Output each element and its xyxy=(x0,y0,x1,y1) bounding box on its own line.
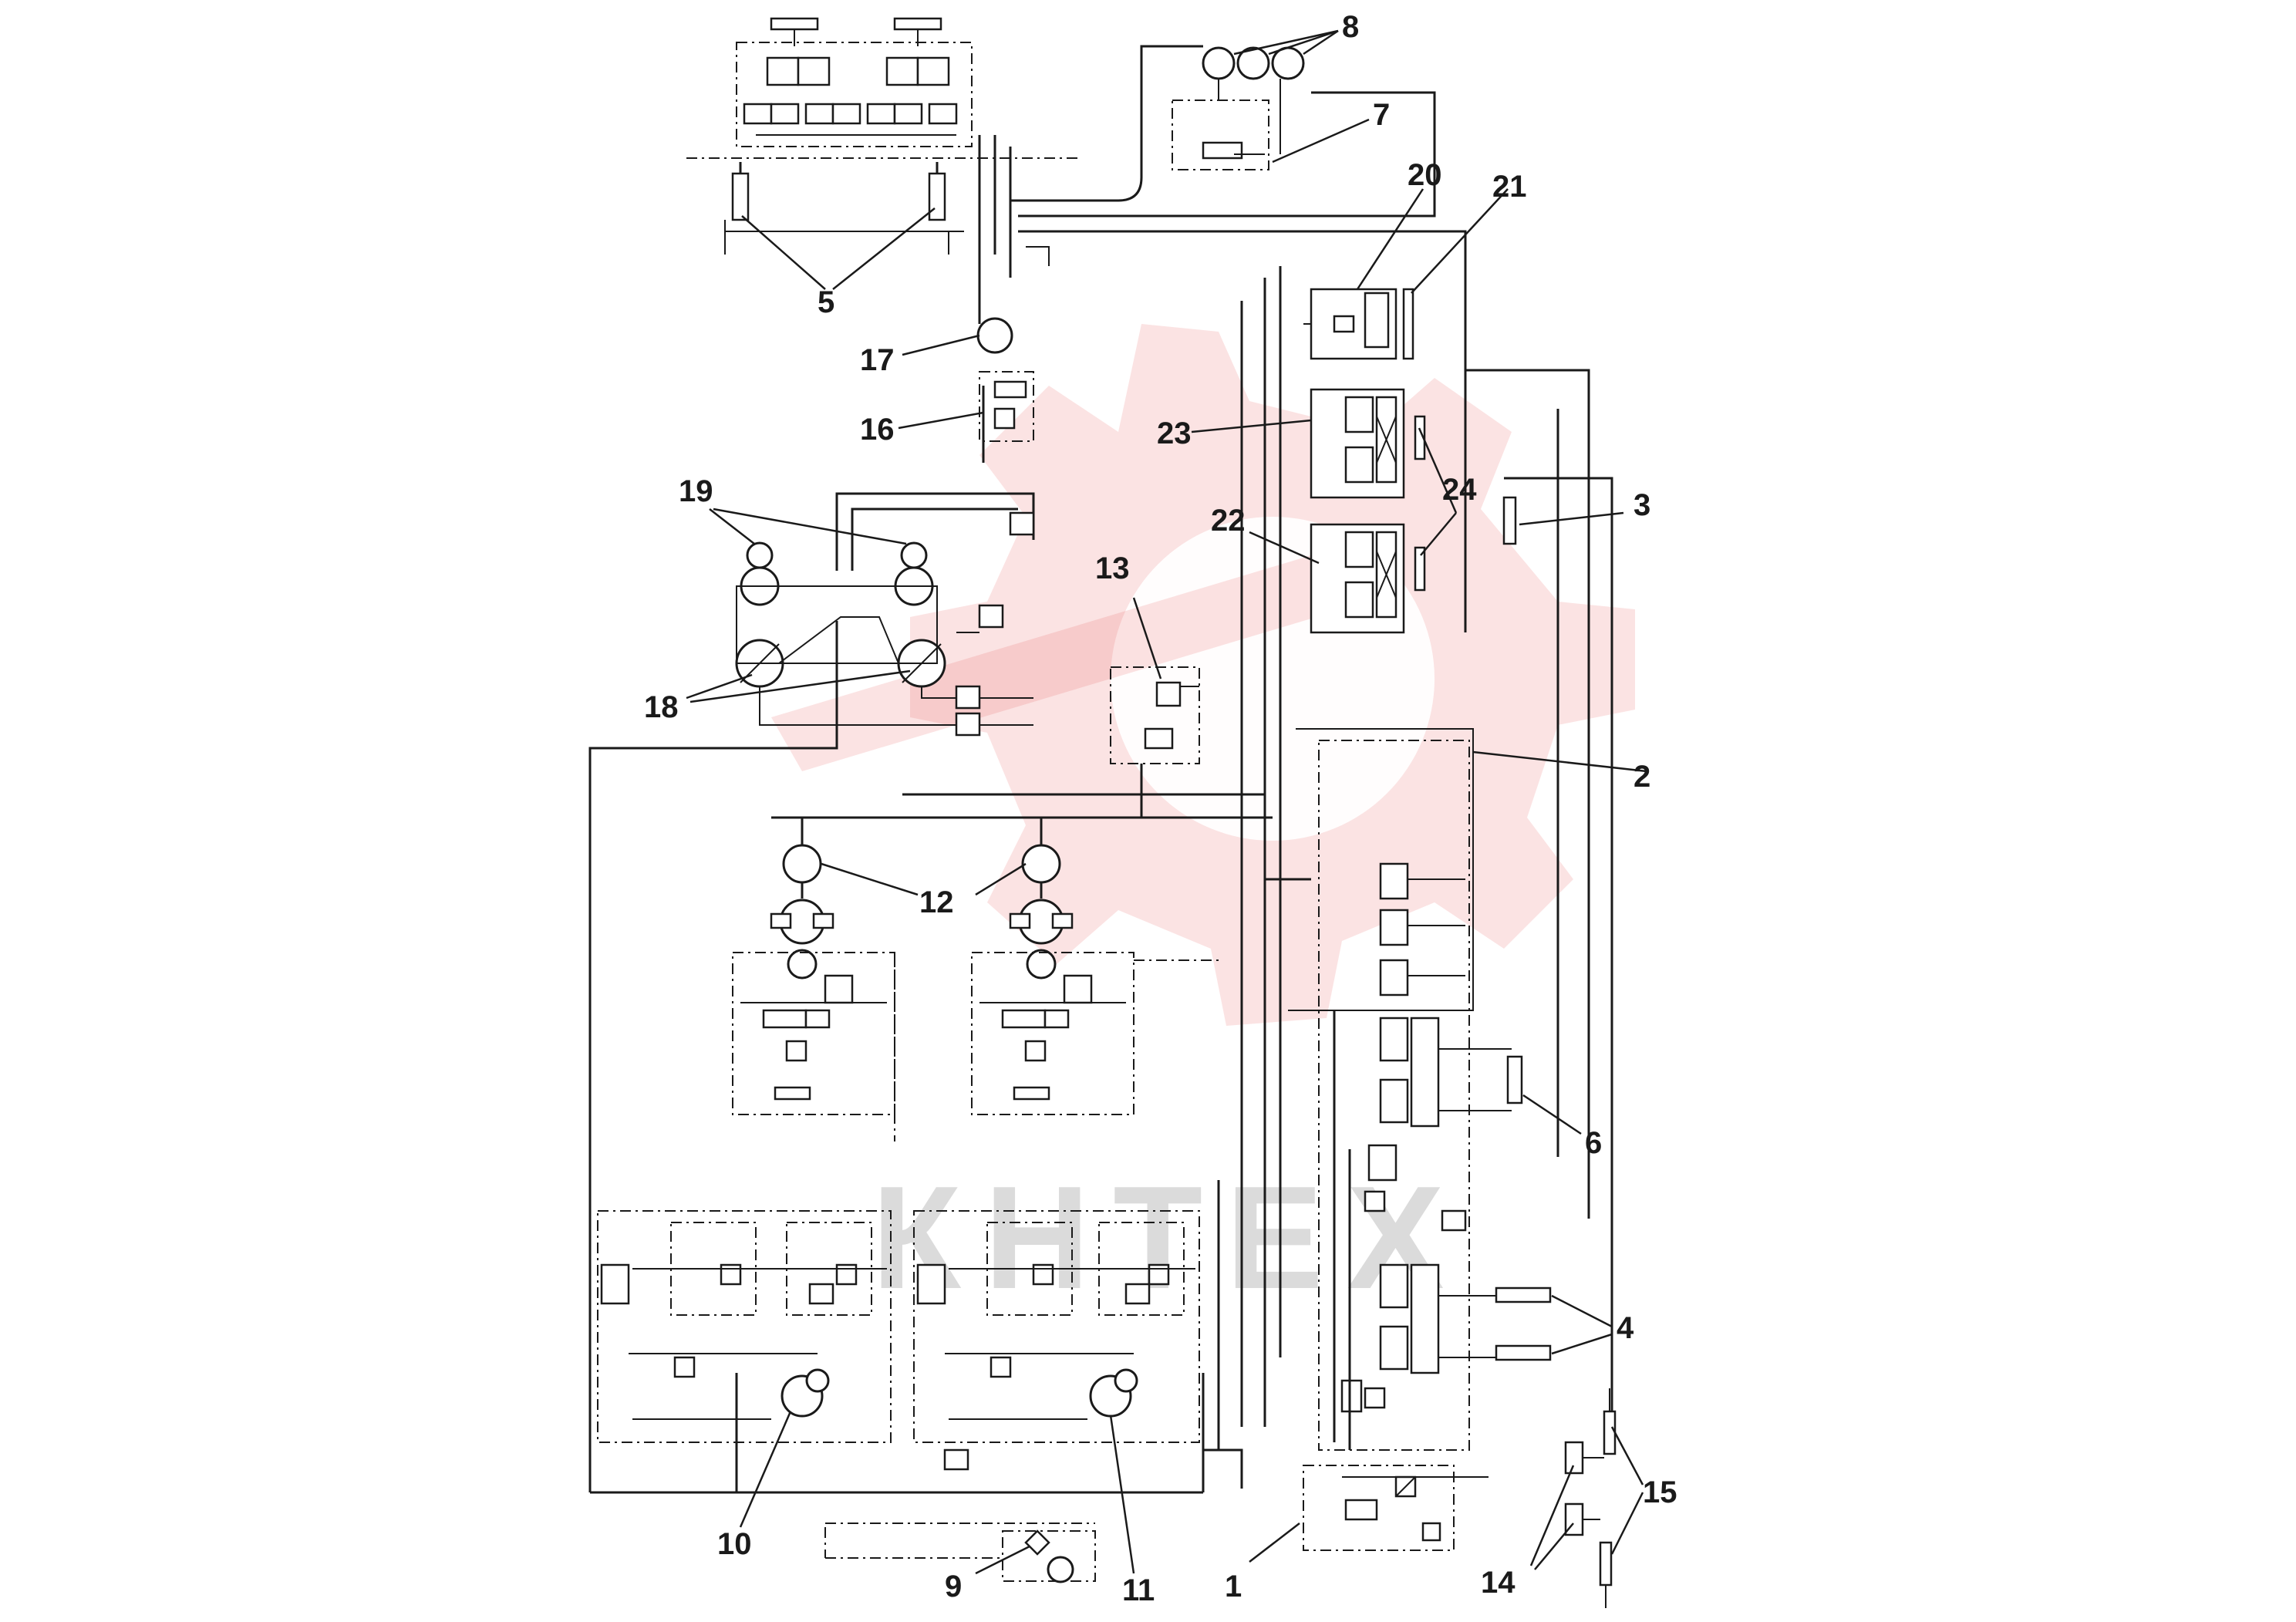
callout-5: 5 xyxy=(818,285,834,319)
callout-17: 17 xyxy=(860,343,895,377)
lift-cylinders xyxy=(724,162,964,255)
callout-13: 13 xyxy=(1095,551,1130,585)
callout-12: 12 xyxy=(919,885,954,919)
callout-18: 18 xyxy=(644,690,679,724)
callout-15: 15 xyxy=(1643,1475,1677,1509)
drive-left xyxy=(732,818,895,1115)
cylinder-4-upper xyxy=(1495,1286,1552,1303)
valve-22 xyxy=(1310,523,1426,634)
callout-1: 1 xyxy=(1225,1570,1242,1603)
pump-group xyxy=(588,492,1035,1492)
callout-9: 9 xyxy=(945,1570,962,1603)
callout-10: 10 xyxy=(717,1527,752,1561)
callout-3: 3 xyxy=(1633,488,1650,522)
control-block-2 xyxy=(1288,728,1512,1451)
drive-right xyxy=(971,818,1135,1115)
cylinders-14-15 xyxy=(1564,1388,1617,1608)
valve-23 xyxy=(1310,388,1426,499)
callout-7: 7 xyxy=(1373,98,1390,132)
cylinder-4-lower xyxy=(1495,1344,1552,1361)
leader-lines xyxy=(686,29,1647,1575)
pump-assembly-11 xyxy=(913,1210,1205,1492)
callout-21: 21 xyxy=(1492,170,1527,204)
top-valve-block xyxy=(736,17,973,147)
callout-8: 8 xyxy=(1342,10,1359,44)
motor-17 xyxy=(976,317,1013,354)
callout-24: 24 xyxy=(1442,473,1477,507)
cylinder-3 xyxy=(1502,496,1517,545)
callout-23: 23 xyxy=(1157,416,1192,450)
callout-2: 2 xyxy=(1633,760,1650,794)
block-1 xyxy=(1303,1465,1489,1551)
callout-20: 20 xyxy=(1408,158,1442,192)
callout-4: 4 xyxy=(1617,1311,1634,1345)
pump-assembly-10 xyxy=(597,1210,892,1492)
filter-9 xyxy=(824,1523,1096,1583)
motors-group xyxy=(1172,46,1305,170)
cylinder-6 xyxy=(1506,1055,1523,1104)
callouts: 1 2 3 4 5 6 7 8 9 10 11 12 13 14 15 16 1… xyxy=(644,10,1677,1607)
callout-11: 11 xyxy=(1122,1573,1155,1607)
valve-20 xyxy=(1303,288,1414,360)
callout-16: 16 xyxy=(860,413,895,447)
callout-19: 19 xyxy=(679,474,713,508)
callout-14: 14 xyxy=(1481,1566,1515,1600)
callout-22: 22 xyxy=(1211,504,1246,538)
callout-6: 6 xyxy=(1585,1126,1602,1160)
